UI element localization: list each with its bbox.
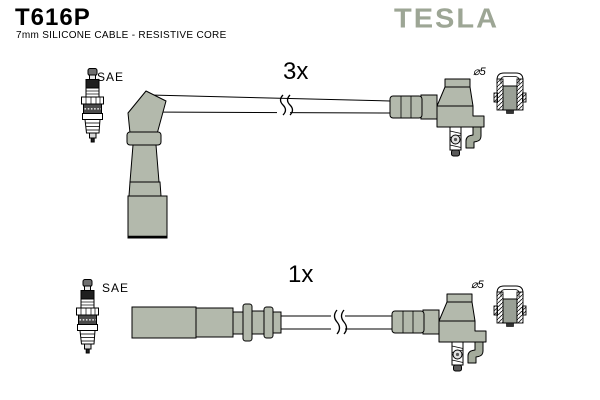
coil-connector-icon-bottom: [391, 293, 487, 372]
angled-boot-cable-icon: [126, 90, 391, 239]
terminal-section-icon-top: [493, 72, 527, 114]
coil-connector-icon-top: [389, 78, 485, 157]
quantity-label-top: 3x: [283, 58, 309, 85]
brand-logo: TESLA: [394, 3, 500, 35]
subtitle: 7mm SILICONE CABLE - RESISTIVE CORE: [16, 30, 227, 41]
cable-break-icon: [277, 94, 294, 116]
diameter-label-bottom: ⌀5: [471, 279, 484, 291]
diameter-label-top: ⌀5: [473, 66, 486, 78]
terminal-section-icon-bottom: [493, 285, 527, 327]
straight-boot-cable-icon: [131, 303, 399, 342]
sae-label-bottom: SAE: [102, 281, 130, 295]
quantity-label-bottom: 1x: [288, 261, 314, 288]
part-number: T616P: [15, 4, 91, 31]
sae-label-top: SAE: [97, 70, 125, 84]
cable-break-icon: [331, 309, 348, 335]
spark-plug-icon-bottom: [75, 278, 100, 354]
